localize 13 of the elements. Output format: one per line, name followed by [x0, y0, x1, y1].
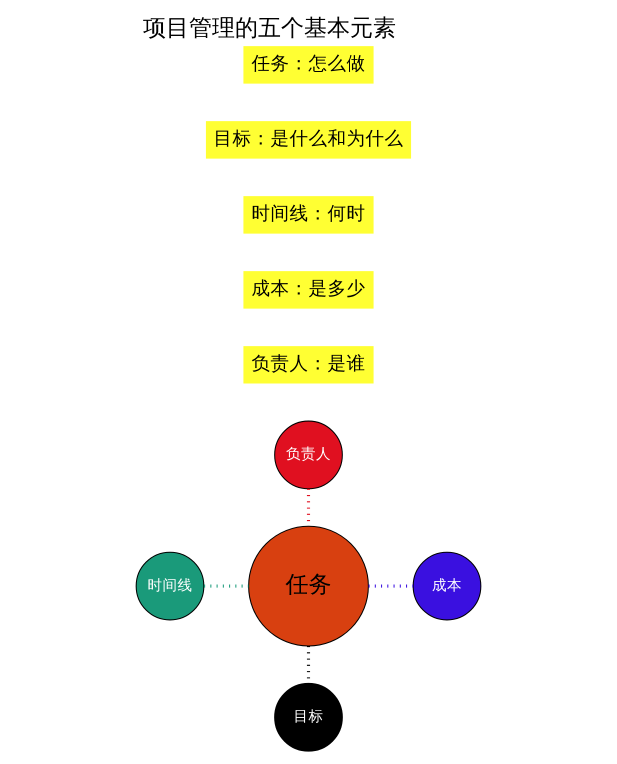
- label: 目标：是什么和为什么: [214, 128, 404, 150]
- node-circle: 负责人: [274, 420, 343, 490]
- node-circle: 目标: [274, 682, 343, 752]
- node-circle: 任务: [248, 526, 369, 646]
- node-circle: 时间线: [136, 552, 204, 620]
- label: 负责人：是谁: [252, 353, 366, 374]
- connector: [204, 584, 249, 588]
- node-circle: 成本: [412, 552, 482, 620]
- diagram-title: 项目管理的五个基本元素: [142, 15, 396, 42]
- connector: [368, 584, 413, 588]
- label: 任务：怎么做: [252, 54, 366, 75]
- label: 时间线：何时: [252, 203, 366, 224]
- label: 成本：是多少: [252, 278, 366, 300]
